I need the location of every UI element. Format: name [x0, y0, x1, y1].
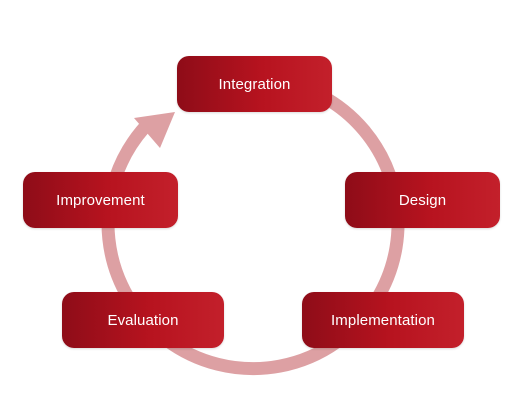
stage-evaluation: Evaluation — [62, 292, 224, 348]
stage-integration: Integration — [177, 56, 332, 112]
stage-implementation: Implementation — [302, 292, 464, 348]
stage-design-label: Design — [398, 191, 447, 209]
stage-design: Design — [345, 172, 500, 228]
stage-integration-label: Integration — [218, 75, 291, 93]
stage-improvement: Improvement — [23, 172, 178, 228]
stage-improvement-label: Improvement — [56, 191, 145, 209]
cycle-arrowhead — [134, 112, 175, 148]
stage-evaluation-label: Evaluation — [107, 311, 179, 329]
stage-implementation-label: Implementation — [331, 311, 435, 329]
